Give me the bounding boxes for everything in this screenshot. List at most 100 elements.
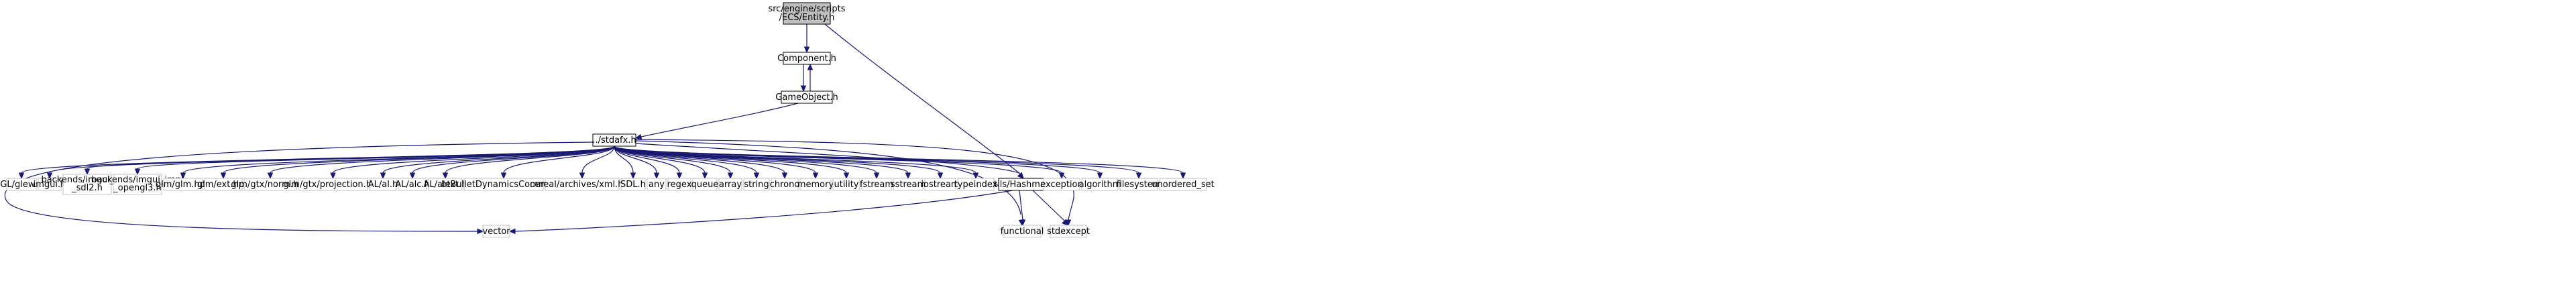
external-node-regex: regex <box>667 178 692 191</box>
node-entity-h: src/engine/scripts /ECS/Entity.h <box>768 2 846 25</box>
external-node-fstream: fstream <box>860 178 893 191</box>
edge-stdafx-to-al-arrowhead <box>380 172 386 180</box>
external-node-regex-label: regex <box>667 180 692 190</box>
edge-stdafx-to-alext <box>445 145 615 174</box>
external-node-imgui-sdl2-label-line-2: _sdl2.h <box>71 183 103 193</box>
external-node-unordered-set: unordered_set <box>1152 178 1215 191</box>
edge-gameobject-to-stdafx <box>640 103 799 137</box>
edge-stdafx-to-array-arrowhead <box>727 172 734 180</box>
edge-stdafx-to-vector <box>4 141 594 232</box>
node-hashmap-h-label: Utils/Hashmap.h <box>988 180 1060 190</box>
edge-stdafx-to-algorithm-arrowhead <box>1097 172 1103 180</box>
external-node-sstream: sstream <box>891 178 926 191</box>
edge-stdafx-to-queue-arrowhead <box>702 172 708 180</box>
node-component-h[interactable]: Component.h <box>777 52 836 65</box>
external-node-fstream-label: fstream <box>860 180 893 190</box>
external-node-stdexcept-label: stdexcept <box>1047 227 1090 237</box>
external-node-glm-label: glm/glm.hpp <box>156 180 211 190</box>
node-gameobject-h[interactable]: GameObject.h <box>775 91 838 104</box>
external-node-al-label: AL/al.h <box>368 180 398 190</box>
node-hashmap-h[interactable]: Utils/Hashmap.h <box>988 178 1060 191</box>
external-node-queue-label: queue <box>691 180 719 190</box>
edge-stdafx-to-any-arrowhead <box>653 172 660 180</box>
external-node-alext: AL/alext.h <box>423 178 467 191</box>
edge-gameobject-to-component-arrowhead <box>807 63 814 70</box>
external-node-glm-projection-label: glm/gtx/projection.hpp <box>283 180 382 190</box>
external-node-utility-label: utility <box>834 180 859 190</box>
edge-stdafx-to-hashmap-arrowhead <box>1017 172 1024 179</box>
external-node-imgui-label: imgui.h <box>34 180 66 190</box>
external-node-memory-label: memory <box>797 180 834 190</box>
edge-entity-to-component-arrowhead <box>803 46 810 54</box>
external-node-sdl-label: SDL.h <box>620 180 646 190</box>
edge-component-to-gameobject-arrowhead <box>800 85 807 93</box>
edge-hashmap-to-vector-arrowhead <box>508 228 516 235</box>
edge-stdafx-to-algorithm <box>614 145 1101 174</box>
edge-stdafx-to-cereal <box>581 145 615 174</box>
edge-stdafx-to-sstream-arrowhead <box>905 172 911 180</box>
external-node-vector-label: vector <box>482 227 510 237</box>
external-node-queue: queue <box>691 178 719 191</box>
external-node-string-label: string <box>744 180 769 190</box>
edge-stdafx-to-bullet-arrowhead <box>500 172 507 180</box>
external-node-unordered-set-label: unordered_set <box>1152 180 1214 190</box>
node-stdafx-h[interactable]: ../stdafx.h <box>592 133 636 147</box>
edge-stdafx-to-glm-norm-arrowhead <box>267 172 274 180</box>
edge-hashmap-to-functional-arrowhead <box>1019 219 1026 227</box>
external-node-filesystem: filesystem <box>1117 178 1162 191</box>
edge-hashmap-to-vector <box>514 190 1013 232</box>
edge-stdafx-to-alext-arrowhead <box>442 172 449 180</box>
edge-hashmap-to-functional <box>1019 190 1023 221</box>
external-node-cereal: cereal/archives/xml.hpp <box>530 178 634 191</box>
external-node-stdexcept: stdexcept <box>1047 225 1090 238</box>
external-node-alc-label: AL/alc.h <box>395 180 430 190</box>
external-node-imgui-opengl3: backends/imgui_impl_opengl3.h <box>91 174 184 195</box>
external-node-cereal-label: cereal/archives/xml.hpp <box>530 180 634 190</box>
external-node-utility: utility <box>832 178 860 191</box>
external-node-any: any <box>647 178 667 191</box>
external-node-functional: functional <box>1001 225 1044 238</box>
external-node-exception: exception <box>1040 178 1083 191</box>
external-node-sstream-label: sstream <box>891 180 926 190</box>
edge-hashmap-to-stdexcept <box>1032 190 1066 222</box>
external-node-bullet: btBulletDynamicsCommon.h <box>441 178 566 191</box>
external-node-sdl: SDL.h <box>620 178 646 191</box>
dependency-nodes: src/engine/scripts /ECS/Entity.h Compone… <box>0 2 1215 238</box>
node-component-h-label: Component.h <box>777 54 836 64</box>
external-node-exception-label: exception <box>1040 180 1083 190</box>
edge-stdafx-to-imgui-opengl3-arrowhead <box>134 168 141 176</box>
external-node-bullet-label: btBulletDynamicsCommon.h <box>441 180 566 190</box>
edge-hashmap-to-stdexcept-arrowhead <box>1061 219 1068 226</box>
external-node-algorithm: algorithm <box>1079 178 1121 191</box>
external-node-glm-norm-label: glm/gtx/norm.hpp <box>231 180 309 190</box>
external-node-imgui-sdl2-label-line-1: backends/imgui_impl <box>41 175 133 185</box>
external-node-glew-label: GL/glew.h <box>0 180 42 190</box>
external-node-any-label: any <box>649 180 665 190</box>
edge-stdafx-to-alc-arrowhead <box>409 172 416 180</box>
edge-stdafx-to-chrono-arrowhead <box>781 172 788 180</box>
edge-stdafx-to-sdl-arrowhead <box>630 172 636 180</box>
external-node-iostream-label: iostream <box>921 180 959 190</box>
edge-stdafx-to-functional <box>635 140 1021 215</box>
edge-stdafx-to-alc <box>412 145 615 174</box>
external-node-memory: memory <box>797 178 834 191</box>
external-node-filesystem-label: filesystem <box>1117 180 1162 190</box>
edge-stdafx-to-imgui-sdl2-arrowhead <box>84 168 91 176</box>
edge-stdafx-to-memory-arrowhead <box>812 172 819 180</box>
edge-stdafx-to-fstream-arrowhead <box>873 172 880 180</box>
external-node-algorithm-label: algorithm <box>1079 180 1121 190</box>
edge-stdafx-to-glm-ext-arrowhead <box>220 172 227 180</box>
edge-stdafx-to-vector-arrowhead <box>477 228 484 235</box>
edge-stdafx-to-utility-arrowhead <box>843 172 850 180</box>
edge-stdafx-to-unordered-set <box>614 145 1184 174</box>
external-node-string: string <box>743 178 770 191</box>
edge-stdafx-to-iostream-arrowhead <box>937 172 944 180</box>
edge-stdafx-to-string-arrowhead <box>753 172 760 180</box>
edge-stdafx-to-exception-arrowhead <box>1058 172 1065 180</box>
edge-stdafx-to-typeindex <box>614 145 976 174</box>
external-node-glew: GL/glew.h <box>0 178 43 191</box>
external-node-glm-norm: glm/gtx/norm.hpp <box>231 178 310 191</box>
external-node-imgui-opengl3-label-line-1: backends/imgui_impl <box>91 175 183 185</box>
edge-stdafx-to-bullet <box>503 145 615 174</box>
